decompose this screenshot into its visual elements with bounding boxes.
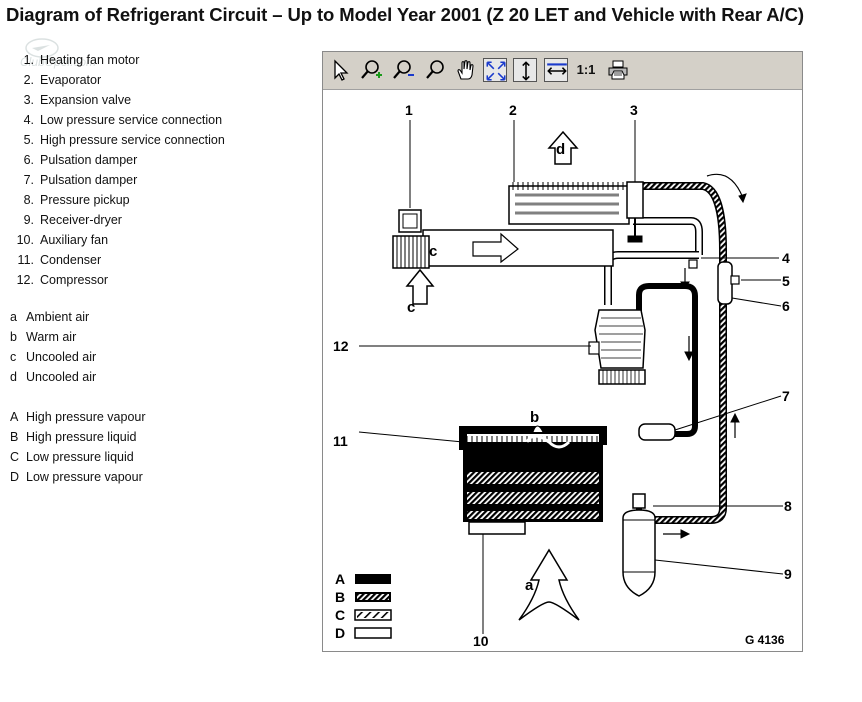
select-arrow-icon[interactable] <box>329 58 353 82</box>
legend-item: 10.Auxiliary fan <box>16 233 109 247</box>
callout-2: 2 <box>509 102 517 118</box>
page-title: Diagram of Refrigerant Circuit – Up to M… <box>6 4 804 25</box>
watermark-logo: ClubOpel.com <box>20 38 96 69</box>
refrigerant-circuit-diagram: 1 2 3 4 5 6 7 8 9 10 11 12 a b c c d <box>323 90 802 651</box>
receiver-dryer <box>622 493 656 597</box>
key-letter-a: A <box>335 571 345 587</box>
legend-item: 1.Heating fan motor <box>23 53 140 67</box>
callout-leaders <box>358 120 784 634</box>
actual-size-icon[interactable]: 1:1 <box>576 62 596 77</box>
callout-10: 10 <box>473 633 489 649</box>
air-label-b: b <box>530 409 539 426</box>
heating-fan-motor <box>392 209 430 269</box>
legend-item: 11.Condenser <box>17 253 102 267</box>
low-pressure-vapour-lines <box>604 217 703 305</box>
zoom-icon[interactable] <box>423 58 447 82</box>
hand-pan-icon[interactable] <box>454 58 478 82</box>
refrigerant-key: A B C D <box>335 571 392 641</box>
air-label-c: c <box>429 243 437 260</box>
air-duct <box>422 229 614 267</box>
svg-text:ClubOpel.com: ClubOpel.com <box>20 55 96 69</box>
legend-item: 9.Receiver-dryer <box>23 213 122 227</box>
viewer-toolbar: 1:1 <box>323 52 802 90</box>
callout-5: 5 <box>782 273 790 289</box>
pulsation-damper-7 <box>638 423 676 441</box>
fit-page-icon[interactable] <box>483 58 507 82</box>
legend-item: 6.Pulsation damper <box>23 153 138 167</box>
expansion-valve <box>626 181 644 243</box>
legend-item: 4.Low pressure service connection <box>23 113 223 127</box>
callout-7: 7 <box>782 388 790 404</box>
callout-numbers: 1 2 3 4 5 6 7 8 9 10 11 12 <box>333 102 792 649</box>
legend-item: 3.Expansion valve <box>23 93 132 107</box>
flow-direction-arrows <box>663 173 747 539</box>
diagram-viewer: 1:1 <box>322 51 803 652</box>
legend-item: 2.Evaporator <box>23 73 102 87</box>
air-label-c-lower: c <box>407 299 415 316</box>
fit-height-icon[interactable] <box>513 58 537 82</box>
callout-11: 11 <box>333 433 348 449</box>
air-label-a: a <box>525 577 534 594</box>
air-flow-arrows <box>405 130 580 621</box>
evaporator <box>508 182 630 225</box>
high-pressure-vapour-line <box>459 283 698 445</box>
callout-3: 3 <box>630 102 638 118</box>
legend-item: 5.High pressure service connection <box>23 133 225 147</box>
callout-4: 4 <box>782 250 790 266</box>
legend-item: 8.Pressure pickup <box>23 193 130 207</box>
callout-9: 9 <box>784 566 792 582</box>
callout-1: 1 <box>405 102 413 118</box>
legend-item: 12.Compressor <box>16 273 109 287</box>
components-legend: 1.Heating fan motor 2.Evaporator 3.Expan… <box>10 50 225 290</box>
zoom-in-icon[interactable] <box>359 58 383 82</box>
air-letters: a b c c d <box>407 141 565 594</box>
air-label-d: d <box>556 141 565 158</box>
compressor <box>588 309 646 385</box>
condenser <box>459 434 603 522</box>
callout-12: 12 <box>333 338 349 354</box>
callout-8: 8 <box>784 498 792 514</box>
key-letter-c: C <box>335 607 345 623</box>
zoom-out-icon[interactable] <box>391 58 415 82</box>
print-icon[interactable] <box>606 58 630 82</box>
fit-width-icon[interactable] <box>544 58 568 82</box>
auxiliary-fan <box>468 521 526 535</box>
key-letter-d: D <box>335 625 345 641</box>
key-letter-b: B <box>335 589 345 605</box>
figure-code: G 4136 <box>745 633 785 647</box>
callout-6: 6 <box>782 298 790 314</box>
legend-item: 7.Pulsation damper <box>23 173 138 187</box>
pulsation-damper-6 <box>688 259 740 305</box>
